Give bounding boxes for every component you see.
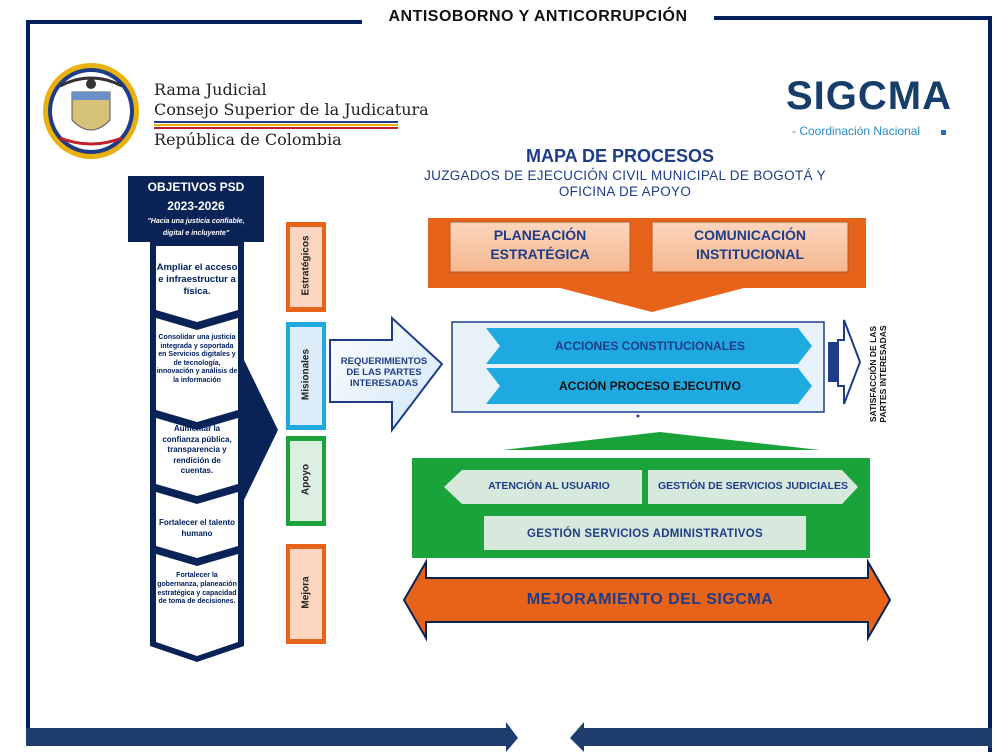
objective-list: Ampliar el acceso e infraestructur a fís… (156, 0, 238, 756)
process-comunicacion: COMUNICACIÓN INSTITUCIONAL (694, 227, 806, 262)
objective-item: Fortalecer la gobernanza, planeación est… (157, 572, 237, 606)
objective-item: Ampliar el acceso e infraestructur a fís… (156, 262, 238, 297)
process-planeacion: PLANEACIÓN ESTRATÉGICA (490, 227, 590, 262)
page-title: ANTISOBORNO Y ANTICORRUPCIÓN (388, 8, 688, 25)
satisfaction-arrow (828, 319, 862, 405)
category-box-apoyo (286, 436, 326, 526)
category-estrategicos: Estratégicos (286, 222, 326, 312)
map-title: MAPA DE PROCESOS (525, 146, 715, 166)
frame-top-left-line (26, 20, 362, 24)
sigcma-dot-icon (941, 130, 946, 135)
objective-item: Consolidar una justicia integrada y sopo… (156, 334, 238, 384)
category-misionales: Misionales (286, 322, 326, 430)
connector-dot (636, 414, 640, 418)
improvement-arrow (402, 558, 892, 642)
category-label: Apoyo (300, 463, 312, 496)
institution-line-3: República de Colombia (154, 130, 342, 149)
logo-stripe-red (154, 127, 398, 129)
sigcma-subtitle: - Coordinación Nacional (792, 124, 921, 138)
institution-text: Rama Judicial Consejo Superior de la Jud… (154, 80, 429, 150)
objective-item: Fortalecer el talento humano (158, 518, 236, 538)
map-subtitle-line-1: JUZGADOS DE EJECUCIÓN CIVIL MUNICIPAL DE… (424, 168, 826, 183)
category-label: Mejora (300, 576, 312, 609)
objectives-motto-1: "Hacia una justicia confiable, (147, 218, 245, 225)
objectives-title-2: 2023-2026 (167, 199, 225, 213)
satisfaction-label: SATISFACCIÓN DE LAS PARTES INTERESADAS (868, 325, 888, 423)
bottom-right-arrow (570, 722, 990, 752)
missional-block (451, 321, 825, 413)
map-subtitle-line-2: OFICINA DE APOYO (558, 184, 692, 199)
category-box-mejora (286, 544, 326, 644)
process-judiciales: GESTIÓN DE SERVICIOS JUDICIALES (657, 480, 848, 492)
process-acciones: ACCIONES CONSTITUCIONALES (554, 339, 745, 353)
frame-left-line (26, 20, 30, 732)
objectives-title-1: OBJETIVOS PSD (147, 180, 245, 194)
frame-corner (988, 728, 992, 748)
process-ejecutivo: ACCIÓN PROCESO EJECUTIVO (558, 379, 742, 393)
satisfaction-label-wrap: SATISFACCIÓN DE LAS PARTES INTERESADAS (860, 320, 896, 440)
support-block (412, 432, 870, 558)
category-label: Estratégicos (300, 235, 312, 296)
requirements-label: REQUERIMIENTOS DE LAS PARTES INTERESADAS (340, 356, 428, 389)
category-label: Misionales (300, 348, 312, 401)
requirements-arrow (329, 315, 444, 433)
strategic-block (428, 218, 866, 312)
frame-top-right-line (714, 16, 990, 20)
category-apoyo: Apoyo (286, 436, 326, 526)
rama-judicial-logo-icon (43, 63, 139, 159)
objective-chevrons (156, 246, 238, 656)
sigcma-logo: SIGCMA (786, 74, 952, 118)
logo-stripe-blue (154, 121, 398, 123)
improvement-label: MEJORAMIENTO DEL SIGCMA (526, 591, 774, 608)
objectives-header: OBJETIVOS PSD 2023-2026 "Hacia una justi… (128, 176, 264, 242)
institution-line-2: Consejo Superior de la Judicatura (154, 100, 429, 119)
process-atencion: ATENCIÓN AL USUARIO (488, 480, 610, 492)
objective-item: Aumentar la confianza pública, transpare… (162, 424, 232, 475)
category-mejora: Mejora (286, 544, 326, 644)
frame-right-line (988, 16, 992, 752)
logo-stripe-yellow (154, 124, 398, 126)
objectives-motto-2: digital e incluyente" (162, 230, 230, 237)
bottom-left-arrow (26, 722, 518, 752)
process-administrativos: GESTIÓN SERVICIOS ADMINISTRATIVOS (527, 528, 763, 540)
map-subtitle: JUZGADOS DE EJECUCIÓN CIVIL MUNICIPAL DE… (390, 168, 860, 200)
category-box-estrategicos (286, 222, 326, 312)
institution-line-1: Rama Judicial (154, 80, 267, 99)
category-box-misionales (286, 322, 326, 430)
